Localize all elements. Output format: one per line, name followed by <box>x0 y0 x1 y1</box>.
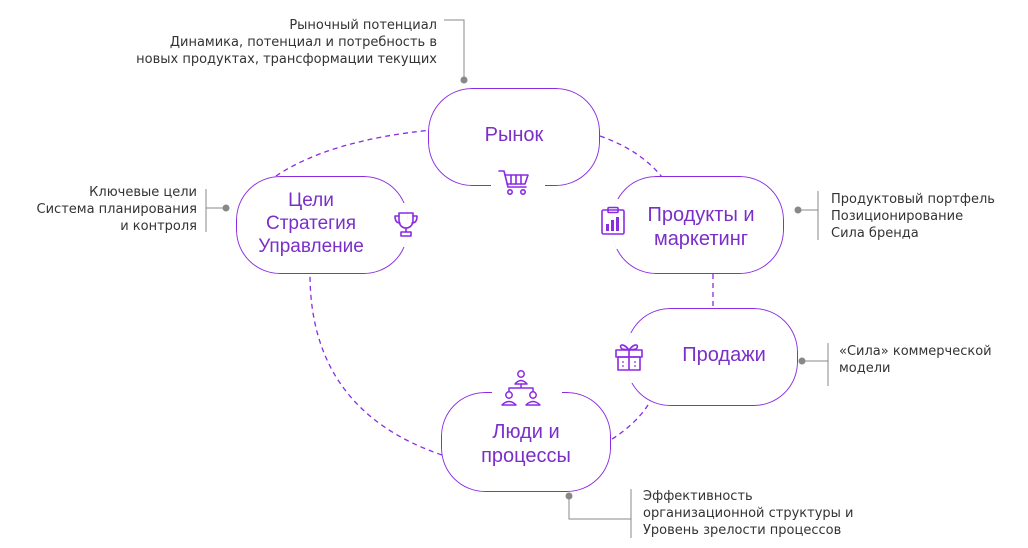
dashed-link-people-goals <box>309 273 443 456</box>
connector-dot-goals <box>222 204 230 212</box>
note-market: Рыночный потенциал Динамика, потенциал и… <box>136 17 437 68</box>
shopping-cart-icon <box>498 170 529 195</box>
node-goals-label-line1: Цели <box>288 190 334 211</box>
team-hierarchy-icon <box>501 370 541 406</box>
note-people-line: организационной структуры и <box>643 506 854 521</box>
note-sales: «Сила» коммерческой модели <box>839 343 992 377</box>
note-goals-line: Система планирования <box>36 202 197 217</box>
note-sales-line: «Сила» коммерческой <box>839 344 992 359</box>
node-people-label-line2: процессы <box>481 445 571 467</box>
note-sales-line: модели <box>839 361 891 376</box>
node-people-label-line1: Люди и <box>492 421 560 443</box>
connector-sales-note <box>802 343 829 386</box>
dashed-link-goals-market <box>275 129 433 177</box>
connector-products-note <box>800 191 819 240</box>
connector-dot-market <box>460 76 468 84</box>
dashed-link-market-products <box>599 135 663 178</box>
connector-dot-products <box>794 206 802 214</box>
connector-dot-people <box>565 492 573 500</box>
node-sales-label: Продажи <box>682 344 766 366</box>
note-goals-line: Ключевые цели <box>89 185 197 200</box>
note-market-line: Рыночный потенциал <box>289 18 437 33</box>
node-products-label-line1: Продукты и <box>647 204 755 226</box>
connector-people-note <box>568 489 632 538</box>
node-market[interactable] <box>428 88 600 186</box>
note-people-line: Эффективность <box>643 489 753 504</box>
dashed-link-sales-people <box>608 404 649 442</box>
note-goals: Ключевые цели Система планирования и кон… <box>37 184 197 235</box>
node-market-label: Рынок <box>484 124 544 146</box>
node-people[interactable] <box>441 392 611 492</box>
note-market-line: Динамика, потенциал и потребность в <box>169 35 437 50</box>
connector-dot-sales <box>798 357 806 365</box>
node-goals-label-line2: Стратегия <box>265 213 357 234</box>
note-people: Эффективность организационной структуры … <box>643 488 854 539</box>
node-products[interactable] <box>612 176 784 274</box>
note-products-line: Сила бренда <box>831 226 919 241</box>
node-goals-label-line3: Управление <box>258 236 364 257</box>
node-products-label-line2: маркетинг <box>653 228 749 250</box>
connector-market-note <box>444 19 465 80</box>
trophy-icon <box>394 212 418 237</box>
gift-icon <box>615 344 643 371</box>
connector-goals-note <box>205 189 226 232</box>
note-products: Продуктовый портфель Позиционирование Си… <box>831 191 995 242</box>
note-goals-line: и контроля <box>120 219 197 234</box>
clipboard-chart-icon <box>601 206 625 235</box>
node-goals[interactable] <box>236 176 408 274</box>
note-people-line: Уровень зрелости процессов <box>643 523 842 538</box>
note-market-line: новых продуктах, трансформации текущих <box>136 52 437 67</box>
note-products-line: Продуктовый портфель <box>831 192 995 207</box>
note-products-line: Позиционирование <box>831 209 964 224</box>
